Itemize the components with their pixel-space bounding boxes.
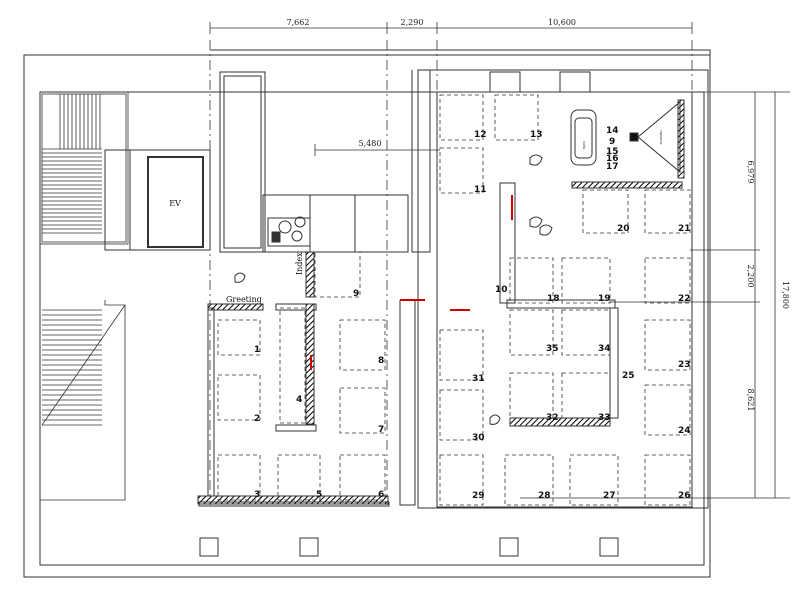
booth-number: 28	[538, 491, 551, 501]
booth-outlines	[217, 94, 691, 506]
booth-number: 22	[678, 294, 691, 304]
booth-number: 10	[495, 285, 508, 295]
inner-dimension	[314, 144, 440, 156]
top-dimension-line	[209, 22, 693, 34]
booth-number: 19	[598, 294, 611, 304]
dim-right-1: 6,979	[746, 161, 755, 184]
booth-number: 33	[598, 413, 611, 423]
booth-number: 15	[606, 147, 619, 157]
booth-number: 34	[598, 344, 611, 354]
dim-inner: 5,480	[359, 139, 382, 148]
booth-number: 6	[378, 490, 384, 500]
chair-icons	[234, 154, 553, 425]
dim-right-3: 8,621	[746, 389, 755, 412]
booth-number: 7	[378, 425, 384, 435]
dim-top-1: 7,662	[287, 18, 310, 27]
booth-number: 11	[474, 185, 487, 195]
booth-number: 12	[474, 130, 487, 140]
red-door-marks	[310, 195, 513, 370]
booth-number: 5	[316, 490, 322, 500]
upper-stairs	[39, 91, 129, 245]
booth-number: 26	[678, 491, 691, 501]
booth-number: 8	[378, 356, 384, 366]
booth-number: 18	[547, 294, 560, 304]
index-label: Index	[295, 252, 304, 275]
booth-number: 17	[606, 162, 619, 172]
ev-label: EV	[169, 199, 181, 208]
greeting-label: Greeting	[226, 295, 262, 304]
booth-number: 16	[606, 154, 619, 164]
booth-number: 20	[617, 224, 630, 234]
greeting-walls	[197, 303, 390, 507]
index-desk	[267, 216, 315, 298]
booth-number: 31	[472, 374, 485, 384]
booth-number: 1	[254, 345, 260, 355]
booth-number: 9	[353, 289, 359, 299]
booth-number: 29	[472, 491, 485, 501]
booth-number: 21	[678, 224, 691, 234]
booth-number: 24	[678, 426, 691, 436]
right-dimension-lines	[520, 91, 790, 499]
dim-top-2: 2,290	[401, 18, 424, 27]
booth-number: 13	[530, 130, 543, 140]
elevator	[104, 149, 211, 251]
booth-number: 2	[254, 414, 260, 424]
dim-right-2: 2,200	[746, 265, 755, 288]
sofa-label: sofa	[582, 141, 587, 150]
booth-number: 35	[546, 344, 559, 354]
booth-number: 23	[678, 360, 691, 370]
booth-number: 27	[603, 491, 616, 501]
booth-number: 32	[546, 413, 559, 423]
outer-walls	[23, 49, 711, 578]
camera-label: camera	[659, 129, 664, 145]
dim-right-total: 17,800	[781, 281, 790, 309]
lower-stairs	[39, 300, 126, 501]
main-hall-walls	[199, 69, 709, 557]
booth-number: 30	[472, 433, 485, 443]
axis-lines	[209, 40, 693, 505]
corridor-walls	[219, 70, 431, 253]
sofa-area	[570, 100, 681, 174]
booth-number: 25	[622, 371, 635, 381]
booth-number-labels: 1 2 3 4 5 6 7 8 9 10 11 12 13 14 9 15 16…	[254, 126, 691, 501]
booth-number: 4	[296, 395, 302, 405]
booth-number: 14	[606, 126, 619, 136]
booth-number: 3	[254, 490, 260, 500]
main-hatched-walls	[509, 99, 685, 427]
booth-number: 9	[609, 137, 615, 147]
dim-top-3: 10,600	[548, 18, 576, 27]
